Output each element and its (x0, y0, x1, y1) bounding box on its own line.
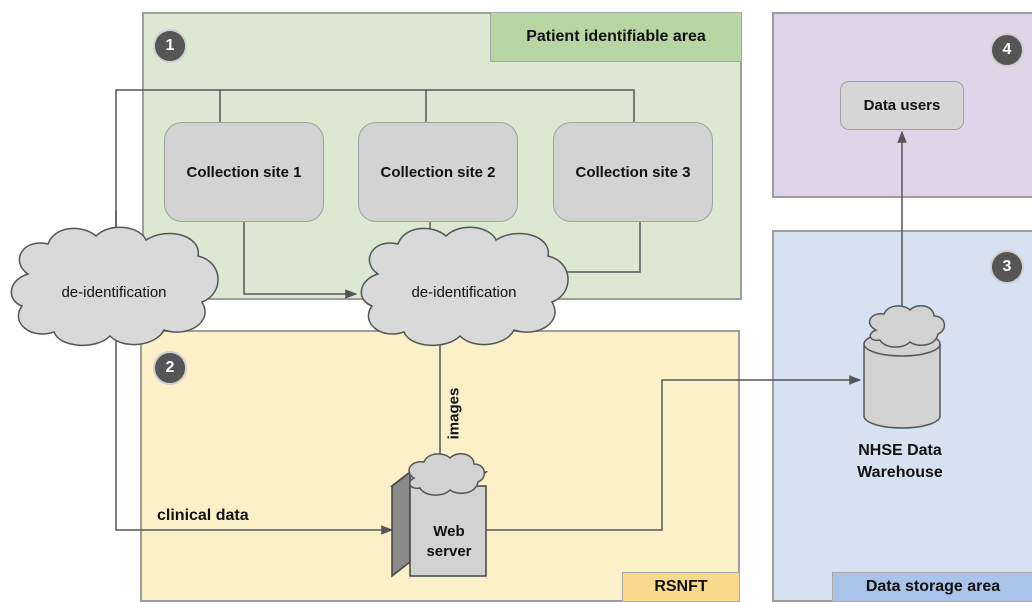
zone-badge-1: 1 (153, 29, 187, 63)
warehouse-label-line2: Warehouse (857, 464, 943, 481)
collection-site-3: Collection site 3 (553, 122, 713, 222)
server-to-warehouse-arrow (486, 375, 862, 531)
zone-badge-2: 2 (153, 351, 187, 385)
deid-cloud-center (360, 226, 569, 347)
zone-badge-3: 3 (990, 250, 1024, 284)
rsnft-tag: RSNFT (622, 572, 740, 602)
top-bus-line (115, 89, 635, 238)
site1-to-deid-arrow (243, 222, 358, 299)
zone-badge-4: 4 (990, 33, 1024, 67)
web-server-cloud (408, 453, 486, 496)
data-users-node: Data users (840, 81, 964, 130)
deid-left-label: de-identification (61, 284, 167, 301)
site3-to-deid-line (560, 222, 641, 273)
warehouse-cloud (868, 305, 946, 348)
deid-center-label: de-identification (411, 284, 517, 301)
clinical-data-label: clinical data (157, 507, 249, 524)
warehouse-label: NHSE Data Warehouse (820, 440, 980, 484)
collection-site-2: Collection site 2 (358, 122, 518, 222)
images-label: images (445, 387, 463, 440)
patient-identifiable-area-tag: Patient identifiable area (490, 12, 742, 62)
web-server-label-line2: server (426, 543, 472, 560)
warehouse-label-line1: NHSE Data (858, 442, 942, 459)
web-server-label: Web server (415, 522, 483, 562)
clinical-data-arrow (115, 340, 394, 535)
data-storage-area-tag: Data storage area (832, 572, 1032, 602)
collection-site-1: Collection site 1 (164, 122, 324, 222)
deid-cloud-left (10, 226, 219, 347)
web-server-label-line1: Web (433, 523, 465, 540)
